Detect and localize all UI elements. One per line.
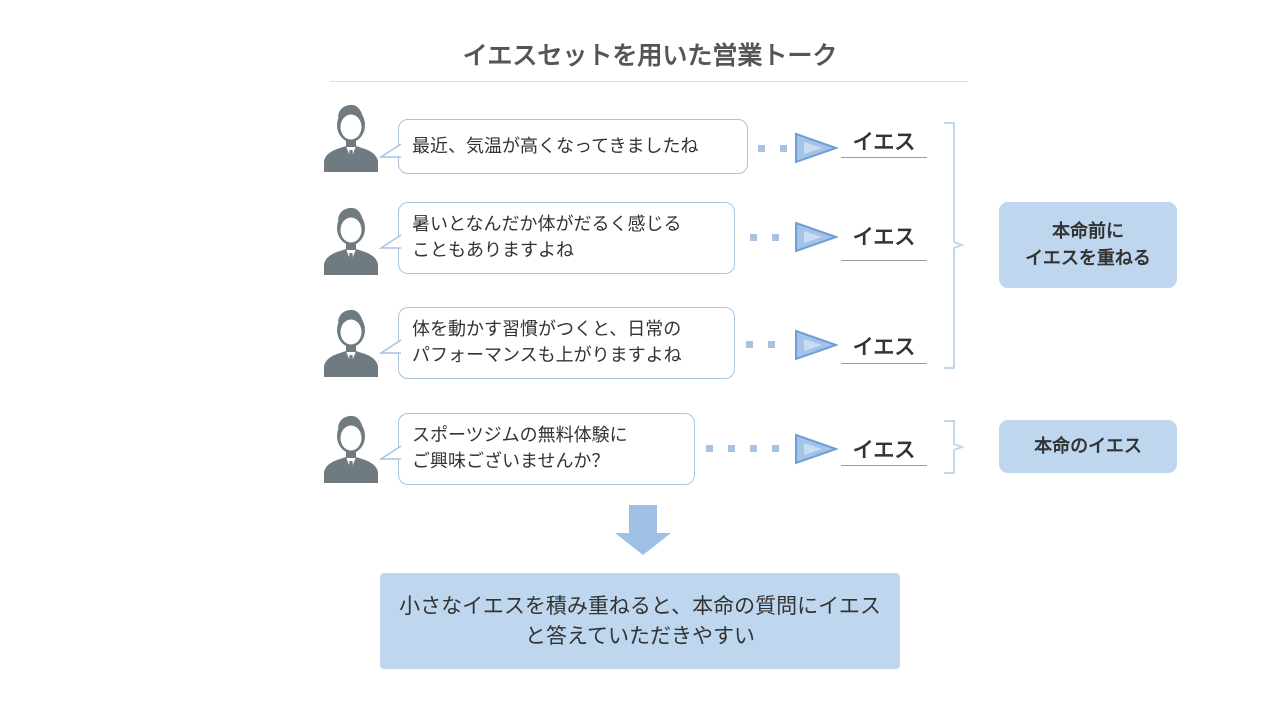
businessman-icon: [324, 309, 378, 377]
triangle-arrow-icon: [795, 329, 838, 361]
dotted-connector: [758, 145, 787, 152]
yes-underline: [841, 260, 927, 261]
tag-line: 本命前に: [1052, 221, 1124, 242]
down-arrow-icon: [615, 505, 671, 555]
title-divider: [330, 81, 968, 82]
group-bracket: [944, 122, 965, 369]
bubble-line: 体を動かす習慣がつくと、日常の: [412, 319, 682, 340]
speech-bubble: スポーツジムの無料体験に ご興味ございませんか？: [378, 413, 695, 485]
dotted-connector: [750, 234, 779, 241]
result-box: 小さなイエスを積み重ねると、本命の質問にイエスと答えていただきやすい: [380, 573, 900, 669]
main-yes-tag: 本命のイエス: [999, 420, 1177, 473]
dotted-connector: [746, 341, 775, 348]
dotted-connector: [706, 445, 779, 452]
businessman-icon: [324, 207, 378, 275]
speech-bubble: 体を動かす習慣がつくと、日常の パフォーマンスも上がりますよね: [378, 307, 735, 379]
businessman-icon: [324, 104, 378, 172]
pre-yes-tag: 本命前に イエスを重ねる: [999, 202, 1177, 288]
yes-underline: [841, 157, 927, 158]
businessman-icon: [324, 415, 378, 483]
yes-answer: イエス: [852, 130, 916, 154]
tag-line: イエスを重ねる: [1025, 248, 1151, 269]
yes-answer: イエス: [852, 335, 916, 359]
bubble-line: 暑いとなんだか体がだるく感じる: [412, 214, 682, 235]
triangle-arrow-icon: [795, 221, 838, 253]
yes-underline: [841, 465, 927, 466]
triangle-arrow-icon: [795, 132, 838, 164]
bubble-tail: [378, 234, 402, 249]
yes-underline: [841, 363, 927, 364]
group-bracket: [944, 420, 965, 474]
result-text: 小さなイエスを積み重ねると、本命の質問にイエスと答えていただきやすい: [399, 594, 881, 648]
triangle-arrow-icon: [795, 433, 838, 465]
speech-bubble: 暑いとなんだか体がだるく感じる こともありますよね: [378, 202, 735, 274]
yes-answer: イエス: [852, 225, 916, 249]
bubble-line: パフォーマンスも上がりますよね: [412, 345, 682, 366]
yes-answer: イエス: [852, 438, 916, 462]
bubble-line: ご興味ございませんか？: [412, 451, 610, 472]
bubble-tail: [378, 445, 402, 460]
page-title: イエスセットを用いた営業トーク: [462, 41, 838, 70]
tag-line: 本命のイエス: [1034, 436, 1142, 457]
bubble-line: スポーツジムの無料体験に: [412, 425, 628, 446]
bubble-tail: [378, 142, 402, 158]
bubble-tail: [378, 339, 402, 354]
speech-bubble: 最近、気温が高くなってきましたね: [378, 119, 748, 174]
bubble-line: 最近、気温が高くなってきましたね: [412, 135, 699, 157]
bubble-line: こともありますよね: [412, 240, 574, 261]
